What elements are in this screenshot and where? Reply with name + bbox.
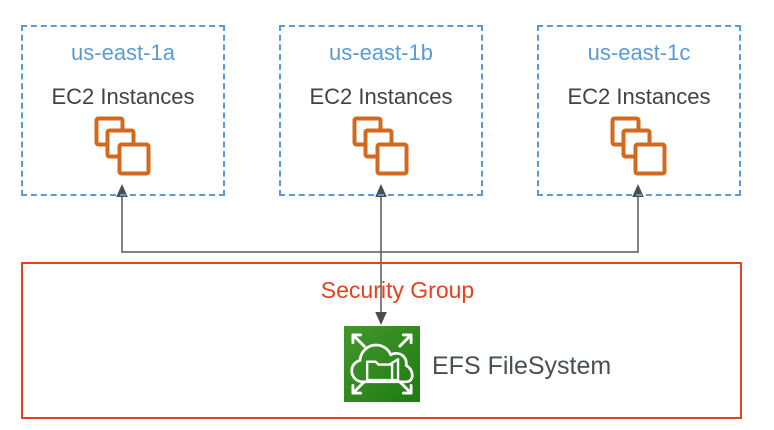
folder-body bbox=[365, 360, 394, 382]
efs-filesystem-icon bbox=[344, 326, 420, 402]
zone-us-east-1b: us-east-1b EC2 Instances bbox=[279, 25, 483, 196]
ec2-instances-stack-icon bbox=[94, 116, 152, 180]
zone-us-east-1c: us-east-1c EC2 Instances bbox=[537, 25, 741, 196]
ec2-instances-stack-icon bbox=[352, 116, 410, 180]
efs-filesystem-label: EFS FileSystem bbox=[432, 352, 612, 380]
zone-title: us-east-1b bbox=[329, 40, 433, 65]
expand-arrow-bottom-right bbox=[398, 380, 413, 395]
ec2-instances-label: EC2 Instances bbox=[567, 84, 711, 109]
expand-arrow-top-right bbox=[398, 333, 413, 348]
security-group-label: Security Group bbox=[320, 277, 475, 303]
zone-title: us-east-1a bbox=[71, 40, 175, 65]
ec2-instances-label: EC2 Instances bbox=[309, 84, 453, 109]
cloud-outline bbox=[350, 343, 414, 384]
zone-us-east-1a: us-east-1a EC2 Instances bbox=[21, 25, 225, 196]
zone-title: us-east-1c bbox=[587, 40, 691, 65]
security-group-box bbox=[21, 262, 742, 419]
expand-arrow-bottom-left bbox=[351, 380, 366, 395]
ec2-instances-label: EC2 Instances bbox=[51, 84, 195, 109]
connector-path-left-right bbox=[121, 193, 639, 253]
ec2-instances-stack-icon bbox=[610, 116, 668, 180]
expand-arrow-top-left bbox=[351, 333, 366, 348]
